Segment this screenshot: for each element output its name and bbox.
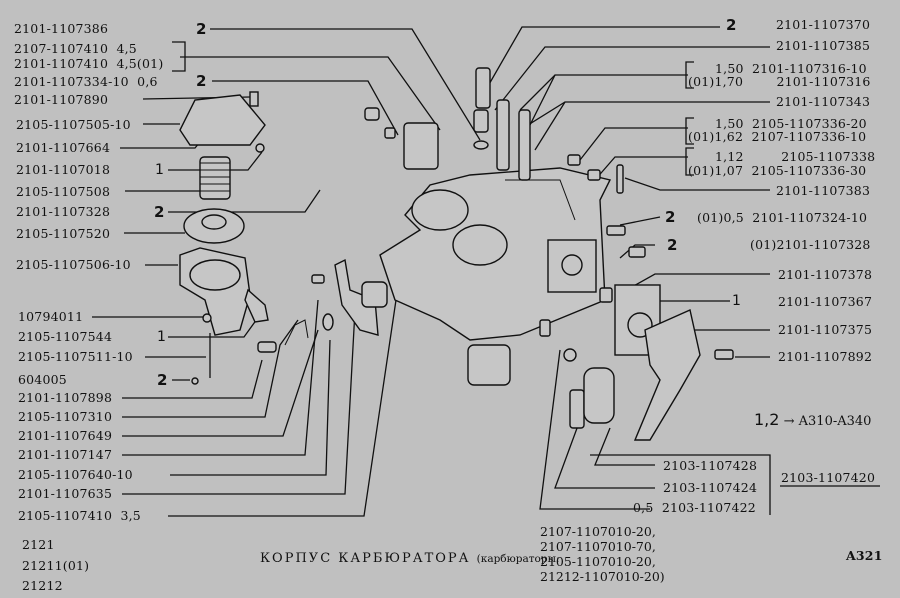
top-jets [364, 67, 646, 258]
part-number-label: 2105-1107640-10 [18, 467, 133, 482]
diaphragm-housing [179, 247, 269, 336]
part-number-label: 2101-1107410 4,5(01) [14, 56, 164, 71]
rod-and-levers [191, 258, 388, 385]
part-number-label: 2101-1107385 [776, 38, 871, 53]
vehicle-model: 21212 [22, 578, 63, 593]
quantity-label: 2 [154, 203, 165, 221]
quantity-label: 1 [157, 329, 166, 345]
quantity-label: 2 [157, 371, 168, 389]
part-number-label: 2101-1107367 [778, 294, 873, 309]
bracket-left [172, 41, 186, 72]
assembly-reference: 2103-1107420 [781, 470, 876, 485]
carburetor-model: 2107-1107010-70, [540, 539, 656, 554]
part-number-label: 2101-1107378 [778, 267, 873, 282]
quantity-label: 1 [732, 293, 741, 309]
part-number-label: 2105-1107410 3,5 [18, 508, 141, 523]
choke-housing-cover [179, 91, 266, 146]
part-number-label: 2105-1107310 [18, 409, 113, 424]
cross-reference-link[interactable]: 1,2 → A310-A340 [754, 410, 872, 430]
quantity-label: 2 [196, 72, 207, 90]
part-number-label: 2105-1107511-10 [18, 349, 133, 364]
carburetor-model: 2105-1107010-20, [540, 554, 656, 569]
part-number-label: 604005 [18, 372, 67, 387]
quantity-label: 2 [667, 236, 678, 254]
carburetor-models: 2107-1107010-20, 2107-1107010-70, 2105-1… [540, 524, 665, 584]
page-code: A321 [846, 548, 883, 563]
part-number-label: (01)0,5 2101-1107324-10 [697, 210, 868, 225]
vehicle-model: 21211(01) [22, 558, 90, 573]
part-number-label: 2101-1107334-10 0,6 [14, 74, 158, 89]
part-number-label: 2101-1107890 [14, 92, 109, 107]
diaphragm [183, 208, 245, 244]
part-number-label: (01)1,07 2105-1107336-30 [688, 163, 867, 178]
diaphragm-spring [199, 143, 265, 200]
part-number-label: 2103-1107428 [663, 458, 758, 473]
part-number-label: 2101-1107018 [16, 162, 111, 177]
part-number-label: 0,5 2103-1107422 [633, 500, 756, 515]
part-number-label: (01)1,62 2107-1107336-10 [688, 129, 867, 144]
vehicle-model: 2121 [22, 537, 55, 552]
part-number-label: 2101-1107892 [778, 349, 873, 364]
quantity-label: 2 [726, 16, 737, 34]
part-number-label: 2101-1107898 [18, 390, 113, 405]
part-number-label: 2105-1107505-10 [16, 117, 131, 132]
title-note: (карбюраторы: [476, 553, 560, 565]
diagram-title: КОРПУС КАРБЮРАТОРА (карбюраторы: [260, 551, 560, 566]
part-number-label: 2101-1107370 [776, 17, 871, 32]
part-number-label: 2107-1107410 4,5 [14, 41, 137, 56]
leader-lines-right [479, 26, 771, 515]
part-number-label: 2101-1107649 [18, 428, 113, 443]
part-number-label: 2101-1107664 [16, 140, 111, 155]
part-number-label: 2101-1107386 [14, 21, 109, 36]
part-number-label: (01)1,70 2101-1107316 [688, 74, 871, 89]
quantity-label: 2 [665, 208, 676, 226]
cross-ref-target: A310-A340 [798, 414, 872, 429]
cross-ref-quantity: 1,2 [754, 410, 780, 429]
part-number-label: 10794011 [18, 309, 84, 324]
throttle-lever-assembly [599, 284, 734, 441]
part-number-label: 1,12 2105-1107338 [715, 149, 876, 164]
part-number-label: 2105-1107520 [16, 226, 111, 241]
arrow-right-icon: → [783, 414, 795, 429]
carburetor-model: 2107-1107010-20, [540, 524, 656, 539]
quantity-label: 2 [196, 20, 207, 38]
part-number-label: 1,50 2105-1107336-20 [715, 116, 867, 131]
solenoid-valve-parts [467, 319, 615, 429]
carburetor-model: 21212-1107010-20) [540, 569, 665, 584]
part-number-label: 2101-1107147 [18, 447, 113, 462]
part-number-label: 1,50 2101-1107316-10 [715, 61, 867, 76]
leader-lines-left [92, 28, 481, 517]
brackets-right [685, 61, 694, 176]
title-main: КОРПУС КАРБЮРАТОРА [260, 551, 471, 566]
part-number-label: 2101-1107635 [18, 486, 113, 501]
part-number-label: 2101-1107328 [16, 204, 111, 219]
part-number-label: 2105-1107508 [16, 184, 111, 199]
part-number-label: 2101-1107375 [778, 322, 873, 337]
quantity-label: 1 [155, 162, 164, 178]
carburetor-body [379, 167, 612, 341]
part-number-label: 2101-1107383 [776, 183, 871, 198]
part-number-label: 2105-1107506-10 [16, 257, 131, 272]
part-number-label: 2105-1107544 [18, 329, 113, 344]
part-number-label: 2103-1107424 [663, 480, 758, 495]
part-number-label: (01)2101-1107328 [750, 237, 871, 252]
part-number-label: 2101-1107343 [776, 94, 871, 109]
